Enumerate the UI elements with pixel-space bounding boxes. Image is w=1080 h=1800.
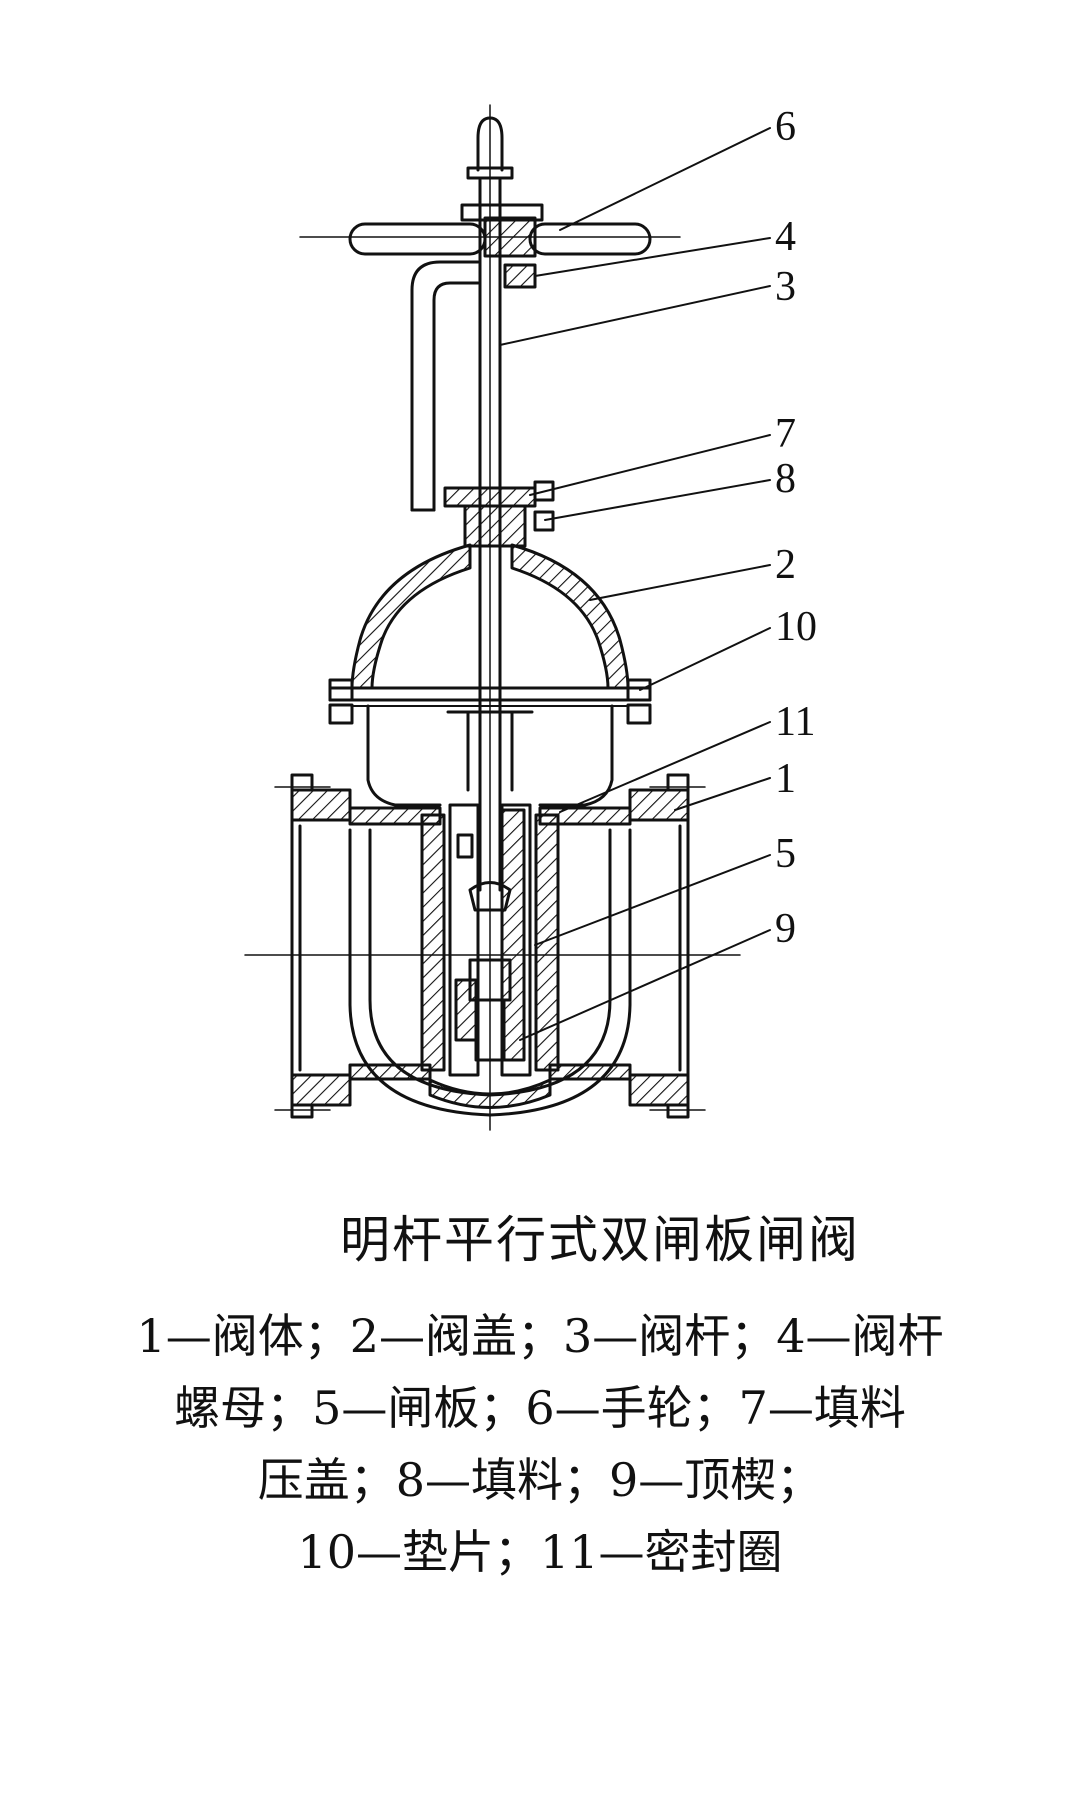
bonnet-flange — [328, 678, 652, 725]
callout-labels: 6 4 3 7 8 2 10 11 1 5 9 — [775, 104, 817, 952]
packing-gland — [443, 486, 537, 508]
bonnet — [350, 543, 630, 690]
callout-9: 9 — [775, 906, 796, 952]
handwheel — [348, 203, 652, 258]
callout-6: 6 — [775, 104, 796, 150]
figure-legend: 1—阀体；2—阀盖；3—阀杆；4—阀杆 螺母；5—闸板；6—手轮；7—填料 压盖… — [0, 1300, 1080, 1588]
figure-title: 明杆平行式双闸板闸阀 — [340, 1211, 860, 1269]
yoke-nut — [503, 263, 537, 289]
legend-line-1: 1—阀体；2—阀盖；3—阀杆；4—阀杆 — [136, 1309, 944, 1363]
legend-line-3: 压盖；8—填料；9—顶楔； — [257, 1453, 823, 1507]
packing — [463, 504, 527, 548]
callout-4: 4 — [775, 214, 796, 260]
packing-bolt — [533, 510, 555, 532]
top-wedge — [456, 833, 512, 1062]
stem-top-collar — [466, 166, 514, 180]
callout-1: 1 — [775, 756, 796, 802]
legend-line-4: 10—垫片；11—密封圈 — [297, 1525, 783, 1579]
callout-11: 11 — [775, 699, 815, 745]
callout-10: 10 — [775, 604, 817, 650]
valve-diagram: 6 4 3 7 8 2 10 11 1 5 9 — [244, 104, 817, 1131]
callout-3: 3 — [775, 264, 796, 310]
stem-top-loop — [476, 116, 504, 172]
gate-guides — [446, 710, 534, 792]
legend-line-2: 螺母；5—闸板；6—手轮；7—填料 — [174, 1381, 906, 1435]
seat-ring-right — [534, 813, 560, 1072]
body-cavity-outer — [348, 828, 632, 1117]
seat-ring-left — [420, 813, 446, 1072]
yoke-frame — [410, 260, 480, 512]
gate-discs — [448, 803, 532, 1077]
callout-8: 8 — [775, 456, 796, 502]
callout-2: 2 — [775, 542, 796, 588]
leader-lines — [499, 127, 771, 1041]
gland-bolt — [533, 480, 555, 502]
callout-5: 5 — [775, 831, 796, 877]
callout-7: 7 — [775, 411, 796, 457]
body-neck — [366, 704, 614, 807]
